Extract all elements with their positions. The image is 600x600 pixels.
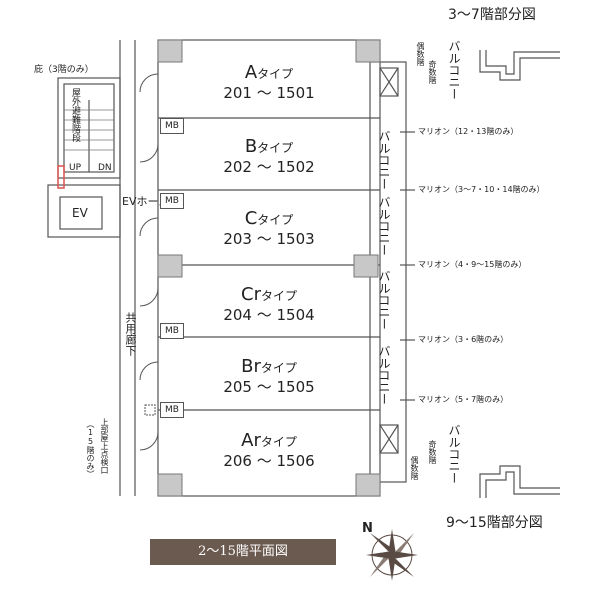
column	[157, 254, 183, 278]
mullion-label: マリオン（4・9〜15階のみ）	[418, 260, 527, 269]
mb-label: MB	[160, 193, 184, 209]
balcony-label: バルコニー	[447, 424, 461, 484]
mullion-label: マリオン（3〜7・10・14階のみ）	[418, 185, 545, 194]
even-floor-label-top: 偶数階	[416, 42, 425, 66]
even-floor-label-bottom: 偶数階	[410, 456, 419, 480]
inspection-hatch	[144, 404, 156, 416]
unit-a: Aタイプ 201 〜 1501	[184, 64, 354, 101]
unit-type-label: Cr	[241, 284, 261, 305]
floor-plan-title-bar: 2〜15階平面図	[150, 539, 336, 565]
column	[355, 473, 381, 497]
partial-plan-3-7-title: 3〜7階部分図	[448, 7, 536, 23]
floor-plan-title: 2〜15階平面図	[198, 544, 288, 559]
stair-up-label: UP	[69, 163, 82, 173]
mb-label: MB	[160, 402, 184, 418]
mullion-label: マリオン（12・13階のみ）	[418, 127, 519, 136]
unit-type-label: A	[244, 62, 258, 83]
eaves-label: 庇（3階のみ）	[34, 65, 94, 75]
unit-type-suffix: タイプ	[260, 361, 297, 375]
column	[355, 39, 381, 63]
column	[353, 254, 379, 278]
unit-b: Bタイプ 202 〜 1502	[184, 138, 354, 175]
stair-block	[57, 77, 121, 179]
ev-label: EV	[72, 206, 88, 220]
unit-type-label: Ar	[241, 430, 261, 451]
unit-column-outline	[157, 39, 381, 497]
column	[157, 473, 183, 497]
balcony-label: バルコニー	[377, 345, 391, 405]
compass-rose	[366, 529, 418, 581]
unit-type-label: B	[244, 136, 258, 157]
common-corridor-label: 共用廊下	[124, 312, 137, 356]
balcony-label: バルコニー	[377, 130, 391, 190]
unit-type-label: C	[244, 208, 258, 229]
unit-type-suffix: タイプ	[257, 213, 294, 227]
mb-label: MB	[160, 118, 184, 134]
unit-type-suffix: タイプ	[257, 141, 294, 155]
compass-north-label: N	[362, 521, 373, 536]
odd-floor-label-bottom: 奇数階	[428, 440, 437, 464]
partial-plan-9-15-title: 9〜15階部分図	[446, 515, 543, 531]
unit-type-suffix: タイプ	[257, 67, 294, 81]
unit-br: Brタイプ 205 〜 1505	[184, 358, 354, 395]
inspection-hatch-note: （15階のみ）	[86, 420, 95, 478]
unit-range: 201 〜 1501	[223, 84, 315, 102]
unit-range: 204 〜 1504	[223, 306, 315, 324]
ev-hall-label: EVホール	[122, 195, 170, 208]
balcony-label: バルコニー	[377, 270, 391, 330]
ev-block	[47, 184, 121, 238]
unit-range: 203 〜 1503	[223, 230, 315, 248]
unit-type-suffix: タイプ	[260, 289, 297, 303]
stair-dn-label: DN	[98, 163, 112, 173]
column	[157, 39, 183, 63]
inspection-hatch-label: 上部屋上点検口	[100, 418, 109, 474]
unit-range: 205 〜 1505	[223, 378, 315, 396]
mullion-label: マリオン（5・7階のみ）	[418, 395, 509, 404]
unit-c: Cタイプ 203 〜 1503	[184, 210, 354, 247]
unit-type-suffix: タイプ	[260, 435, 297, 449]
outdoor-stairs-label: 屋外避難階段	[70, 88, 80, 142]
mullion-label: マリオン（3・6階のみ）	[418, 335, 509, 344]
odd-floor-label-top: 奇数階	[428, 60, 437, 84]
red-marker	[57, 165, 65, 189]
unit-ar: Arタイプ 206 〜 1506	[184, 432, 354, 469]
balcony-label: バルコニー	[377, 196, 391, 256]
balcony-label: バルコニー	[447, 40, 461, 100]
unit-range: 202 〜 1502	[223, 158, 315, 176]
mb-label: MB	[160, 323, 184, 339]
unit-range: 206 〜 1506	[223, 452, 315, 470]
unit-cr: Crタイプ 204 〜 1504	[184, 286, 354, 323]
unit-type-label: Br	[241, 356, 261, 377]
